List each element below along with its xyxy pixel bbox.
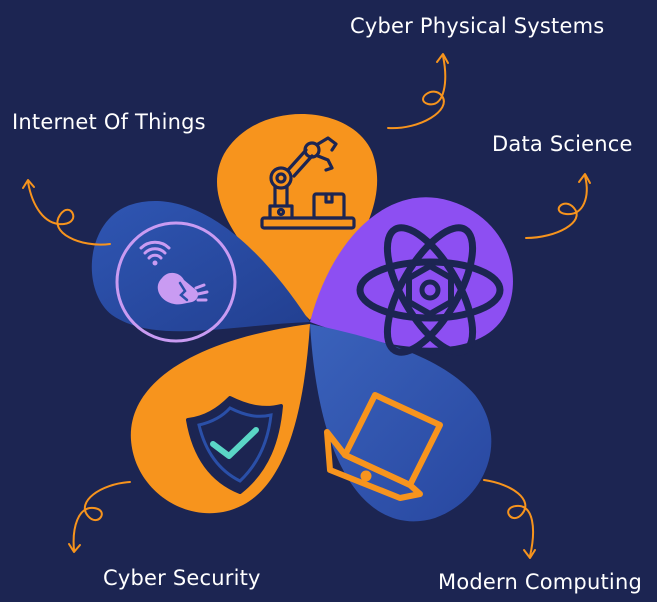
label-internet-of-things: Internet Of Things: [12, 110, 206, 134]
petal-internet-of-things: [91, 201, 310, 332]
label-data-science: Data Science: [492, 132, 633, 156]
arrow-internet-of-things: [22, 179, 111, 246]
arrow-cyber-physical-systems: [387, 53, 449, 130]
laptop-icon: [324, 392, 443, 501]
arrow-modern-computing: [483, 479, 536, 559]
robot-arm-icon: [260, 136, 356, 230]
label-cyber-security: Cyber Security: [103, 566, 261, 590]
label-cyber-physical-systems: Cyber Physical Systems: [350, 14, 605, 38]
decorative-arrows: [22, 53, 591, 559]
smart-bulb-icon: [115, 221, 237, 343]
shield-check-icon: [186, 396, 283, 494]
label-modern-computing: Modern Computing: [438, 570, 642, 594]
atom-icon: [356, 224, 504, 356]
arrow-cyber-security: [68, 481, 131, 553]
petal-modern-computing: [310, 324, 492, 522]
arrow-data-science: [525, 173, 591, 239]
